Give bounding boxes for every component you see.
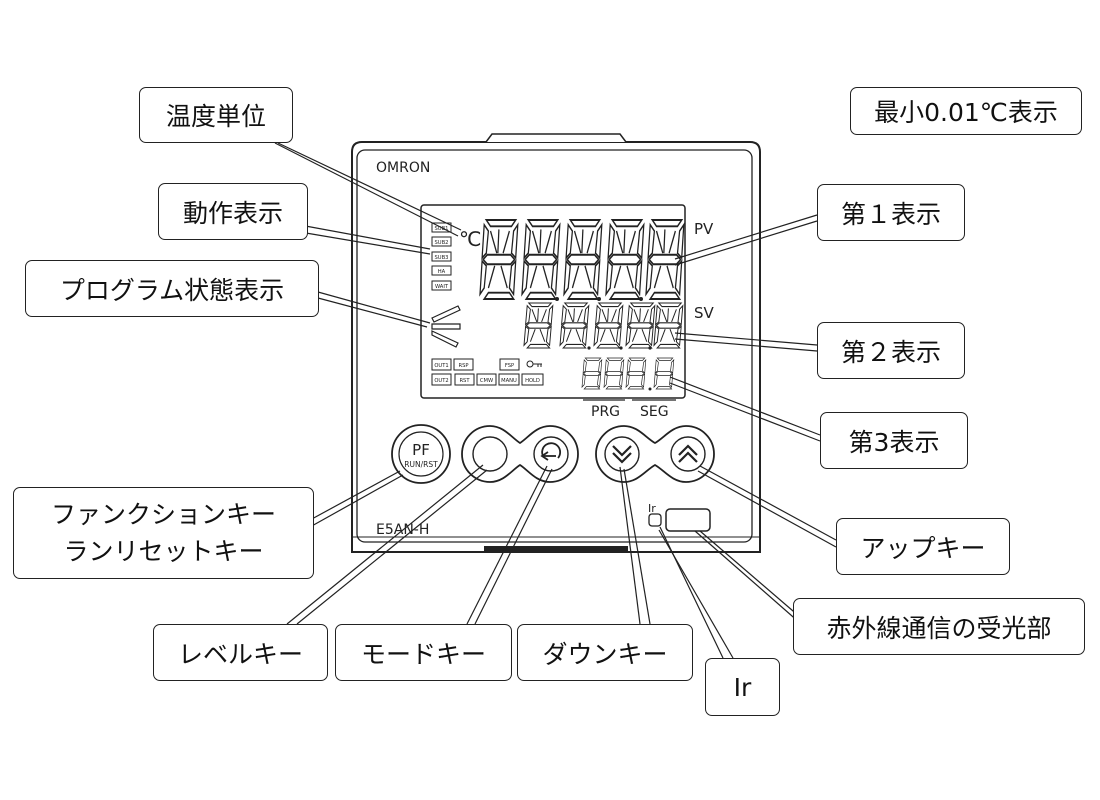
indicator-label: FSP [505, 363, 514, 369]
down-key[interactable] [604, 436, 640, 472]
indicator-label: SUB3 [435, 255, 449, 261]
indicator-label: RSP [458, 363, 468, 369]
indicator-label: MANU [501, 378, 517, 384]
indicator-label: OUT1 [434, 363, 448, 369]
mode-return-icon [540, 442, 561, 461]
indicator-label: CMW [480, 378, 493, 384]
prg-label: PRG [591, 404, 620, 420]
sv-label: SV [694, 304, 715, 322]
indicator-label: SUB2 [435, 240, 449, 246]
lcd-window [420, 204, 686, 399]
callout-ir-receiver: 赤外線通信の受光部 [793, 598, 1085, 655]
callout-up-key: アップキー [836, 518, 1010, 575]
callout-second-display: 第２表示 [817, 322, 965, 379]
callout-ir: Ir [705, 658, 780, 716]
pv-label: PV [694, 220, 714, 238]
program-state-bars [431, 305, 461, 348]
callout-third-display: 第3表示 [820, 412, 968, 469]
callout-first-display: 第１表示 [817, 184, 965, 241]
sv-digits [523, 302, 684, 350]
callout-function-key: ファンクションキーランリセットキー [13, 487, 314, 579]
indicator-label: SUB1 [435, 226, 449, 232]
indicator-label: HA [438, 269, 446, 275]
callout-program-state-display: プログラム状態表示 [25, 260, 319, 317]
brand-logo: OMRON [376, 160, 430, 176]
up-key[interactable] [670, 436, 706, 472]
indicator-label: WAIT [435, 284, 449, 290]
prg-seg-labels: PRG SEG [583, 399, 676, 420]
callout-down-key: ダウンキー [517, 624, 693, 681]
pf-run-rst-key[interactable]: PF RUN/RST [391, 424, 451, 484]
mode-key[interactable] [533, 436, 569, 472]
ir-receiver-window [665, 508, 711, 532]
callout-operation-display: 動作表示 [158, 183, 308, 240]
third-display-digits [581, 357, 675, 391]
leader-lines [274, 142, 837, 659]
output-indicators: OUT1 RSP FSP OUT2 RST CMW MANU HOLD [431, 358, 544, 386]
unit-symbol: ℃ [459, 227, 481, 251]
indicator-label: OUT2 [434, 378, 448, 384]
callout-mode-key: モードキー [335, 624, 512, 681]
seg-label: SEG [640, 404, 669, 420]
indicator-label: HOLD [525, 378, 540, 384]
level-key[interactable] [472, 436, 508, 472]
indicator-label: RST [459, 378, 470, 384]
callout-temperature-unit: 温度単位 [139, 87, 293, 143]
pf-key-label: PF [412, 441, 430, 459]
run-rst-label: RUN/RST [404, 460, 438, 469]
pv-digits [479, 219, 685, 301]
callout-min-display: 最小0.01℃表示 [850, 87, 1082, 135]
callout-level-key: レベルキー [153, 624, 328, 681]
operation-indicators: SUB1 SUB2 SUB3 HA WAIT [431, 222, 452, 291]
ir-indicator [648, 513, 662, 527]
key-lock-icon [526, 360, 542, 368]
ir-small-label: Ir [648, 502, 656, 515]
